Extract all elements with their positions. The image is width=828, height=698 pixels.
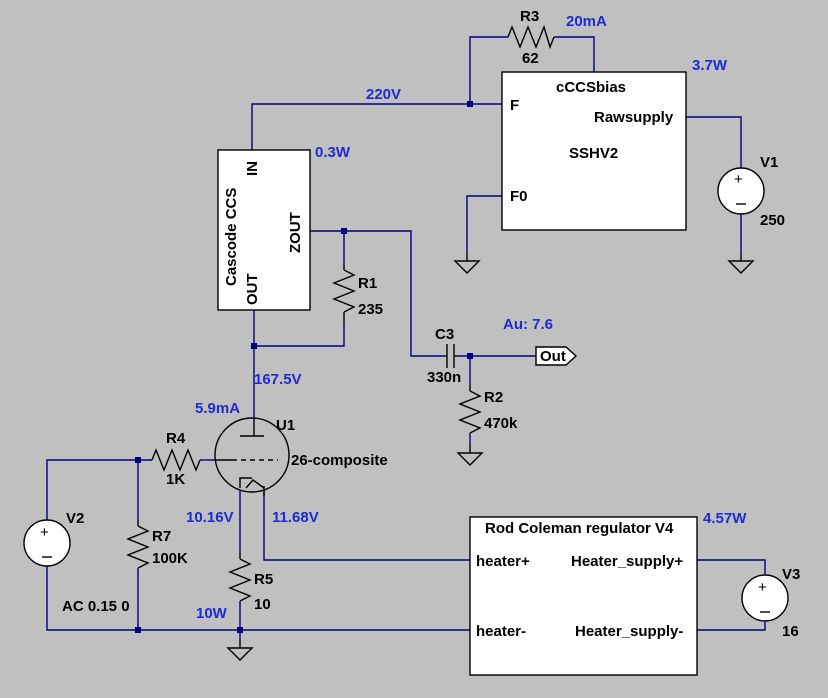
c3-ref: C3 bbox=[435, 326, 454, 343]
regulator-pin-heater-minus: heater- bbox=[476, 623, 526, 640]
sshv2-pin-rawsupply: Rawsupply bbox=[594, 109, 674, 126]
annotation-gain: Au: 7.6 bbox=[503, 316, 553, 333]
ccs-pin-out: OUT bbox=[244, 273, 261, 305]
v3-ref: V3 bbox=[782, 566, 800, 583]
sshv2-name: SSHV2 bbox=[569, 145, 618, 162]
regulator-pin-heater-plus: heater+ bbox=[476, 553, 530, 570]
annotation-ccs-power: 0.3W bbox=[315, 144, 351, 161]
resistor-r3[interactable]: R3 62 bbox=[507, 8, 555, 67]
r3-value: 62 bbox=[522, 50, 539, 67]
resistor-r1[interactable]: R1 235 bbox=[332, 264, 383, 322]
r7-value: 100K bbox=[152, 550, 188, 567]
sshv2-pin-bias: cCCSbias bbox=[556, 79, 626, 96]
junctions bbox=[135, 101, 473, 633]
triode-u1[interactable]: U1 26-composite bbox=[214, 417, 388, 496]
annotation-cathode-voltage-2: 11.68V bbox=[272, 509, 319, 526]
r2-ref: R2 bbox=[484, 389, 503, 406]
capacitor-c3[interactable]: C3 330n bbox=[427, 326, 461, 386]
svg-text:+: + bbox=[758, 579, 767, 596]
voltage-source-v3[interactable]: + V3 16 bbox=[741, 566, 800, 640]
annotation-sshv2-power: 3.7W bbox=[692, 57, 728, 74]
voltage-source-v1[interactable]: + V1 250 bbox=[717, 154, 785, 229]
r5-value: 10 bbox=[254, 596, 271, 613]
ccs-name: Cascode CCS bbox=[223, 188, 240, 286]
annotation-r3-current: 20mA bbox=[566, 13, 607, 30]
sshv2-pin-f0: F0 bbox=[510, 188, 528, 205]
r4-ref: R4 bbox=[166, 430, 186, 447]
v3-value: 16 bbox=[782, 623, 799, 640]
r2-value: 470k bbox=[484, 415, 518, 432]
u1-ref: U1 bbox=[276, 417, 295, 434]
u1-value: 26-composite bbox=[291, 452, 388, 469]
annotation-rail-voltage: 220V bbox=[366, 86, 401, 103]
r5-ref: R5 bbox=[254, 571, 273, 588]
resistor-r2[interactable]: R2 470k bbox=[458, 385, 518, 434]
svg-text:+: + bbox=[40, 524, 49, 541]
regulator-pin-supply-minus: Heater_supply- bbox=[575, 623, 683, 640]
ccs-pin-zout: ZOUT bbox=[287, 212, 304, 253]
c3-value: 330n bbox=[427, 369, 461, 386]
ground-symbol bbox=[728, 252, 754, 274]
sshv2-pin-f: F bbox=[510, 97, 519, 114]
out-net-label[interactable]: Out bbox=[535, 346, 578, 366]
ground-symbol bbox=[227, 639, 253, 661]
regulator-name: Rod Coleman regulator V4 bbox=[485, 520, 674, 537]
r1-value: 235 bbox=[358, 301, 383, 318]
regulator-pin-supply-plus: Heater_supply+ bbox=[571, 553, 683, 570]
voltage-source-v2[interactable]: + V2 AC 0.15 0 bbox=[23, 510, 130, 615]
sshv2-block[interactable]: cCCSbias F Rawsupply SSHV2 F0 bbox=[501, 71, 687, 231]
annotation-r5-power: 10W bbox=[196, 605, 228, 622]
annotations: 20mA 3.7W 220V 0.3W Au: 7.6 167.5V 5.9mA… bbox=[186, 13, 747, 622]
regulator-block[interactable]: Rod Coleman regulator V4 heater+ Heater_… bbox=[469, 516, 698, 676]
ccs-pin-in: IN bbox=[244, 161, 261, 176]
r7-ref: R7 bbox=[152, 528, 171, 545]
annotation-tube-current: 5.9mA bbox=[195, 400, 240, 417]
annotation-plate-voltage: 167.5V bbox=[254, 371, 302, 388]
wires bbox=[46, 36, 766, 640]
resistor-r5[interactable]: R5 10 bbox=[228, 553, 273, 613]
v1-ref: V1 bbox=[760, 154, 778, 171]
ground-symbol bbox=[454, 252, 480, 274]
r4-value: 1K bbox=[166, 471, 185, 488]
annotation-regulator-power: 4.57W bbox=[703, 510, 747, 527]
out-label-text: Out bbox=[540, 348, 566, 365]
cascode-ccs-block[interactable]: Cascode CCS IN OUT ZOUT bbox=[217, 149, 311, 311]
r1-ref: R1 bbox=[358, 275, 377, 292]
v1-value: 250 bbox=[760, 212, 785, 229]
svg-text:+: + bbox=[734, 171, 743, 188]
resistor-r4[interactable]: R4 1K bbox=[151, 430, 201, 488]
v2-value: AC 0.15 0 bbox=[62, 598, 130, 615]
ground-symbol bbox=[457, 444, 483, 466]
r3-ref: R3 bbox=[520, 8, 539, 25]
v2-ref: V2 bbox=[66, 510, 84, 527]
annotation-cathode-voltage-1: 10.16V bbox=[186, 509, 234, 526]
resistor-r7[interactable]: R7 100K bbox=[126, 520, 188, 569]
